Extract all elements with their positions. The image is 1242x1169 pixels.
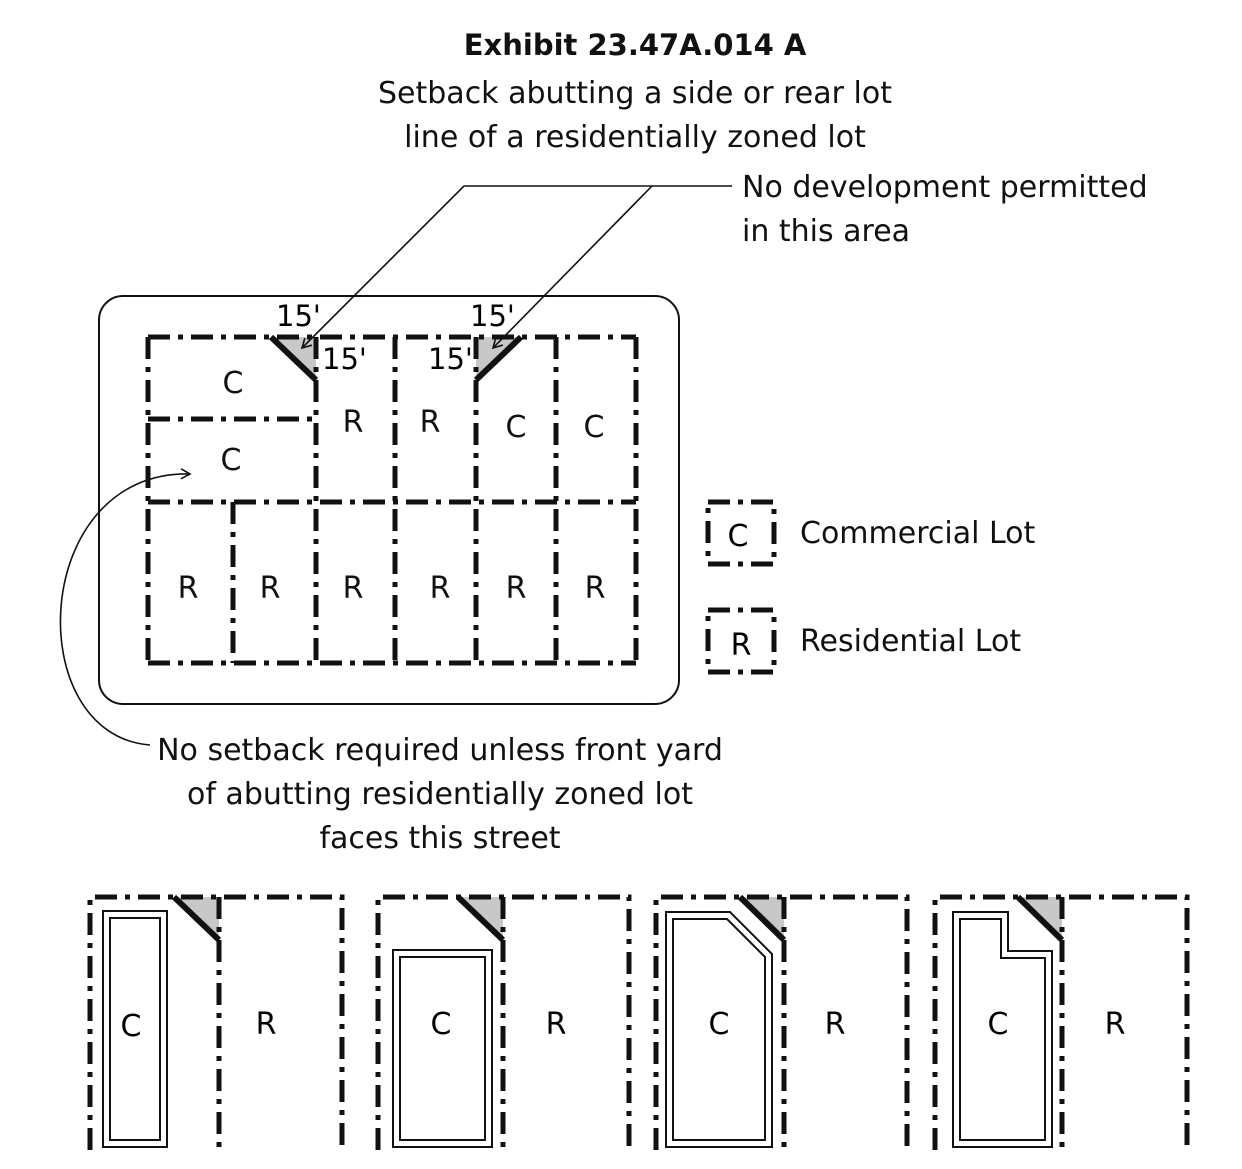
- example-residential-label: R: [825, 1007, 846, 1042]
- dim-label: 15': [428, 342, 473, 376]
- example-4: C R: [932, 894, 1190, 1150]
- leader-curve: [59, 468, 192, 746]
- lot-label-residential: R: [343, 405, 364, 440]
- lot-label-residential: R: [178, 571, 199, 606]
- lot-label-residential: R: [585, 571, 606, 606]
- lot-label-residential: R: [430, 571, 451, 606]
- lot-label-commercial: C: [584, 410, 605, 445]
- callout-no-development: No development permitted in this area: [742, 170, 1148, 249]
- callout-no-setback: No setback required unless front yard of…: [157, 733, 723, 856]
- lot-label-commercial: C: [221, 443, 242, 478]
- leader-line: [300, 185, 732, 350]
- example-commercial-label: C: [431, 1007, 452, 1042]
- lot-label-commercial: C: [506, 410, 527, 445]
- dim-label: 15': [470, 299, 515, 333]
- example-commercial-label: C: [988, 1007, 1009, 1042]
- legend-residential-label: Residential Lot: [800, 624, 1022, 659]
- setback-edge-2: [473, 334, 524, 383]
- legend-commercial-code: C: [728, 519, 749, 554]
- legend-residential-box: [705, 607, 777, 675]
- example-residential-label: R: [546, 1007, 567, 1042]
- exhibit-subtitle: Setback abutting a side or rear lot line…: [378, 76, 892, 155]
- example-3: C R: [653, 894, 910, 1150]
- example-commercial-label: C: [121, 1009, 142, 1044]
- lot-label-residential: R: [260, 571, 281, 606]
- setback-edge-1: [268, 334, 319, 383]
- block-outline: [98, 295, 680, 705]
- lot-lines: [145, 334, 639, 666]
- legend-commercial-label: Commercial Lot: [800, 516, 1036, 551]
- example-2: C R: [375, 894, 632, 1150]
- legend-residential-code: R: [731, 628, 752, 663]
- example-residential-label: R: [256, 1007, 277, 1042]
- legend-commercial-box: [705, 499, 777, 567]
- lot-label-commercial: C: [223, 366, 244, 401]
- leader-line: [491, 185, 653, 350]
- dim-label: 15': [276, 299, 321, 333]
- lot-label-residential: R: [343, 571, 364, 606]
- exhibit-title: Exhibit 23.47A.014 A: [463, 28, 807, 62]
- example-1: C R: [87, 894, 345, 1150]
- dim-label: 15': [322, 342, 367, 376]
- example-residential-label: R: [1105, 1007, 1126, 1042]
- lot-label-residential: R: [420, 405, 441, 440]
- lot-label-residential: R: [506, 571, 527, 606]
- example-commercial-label: C: [709, 1007, 730, 1042]
